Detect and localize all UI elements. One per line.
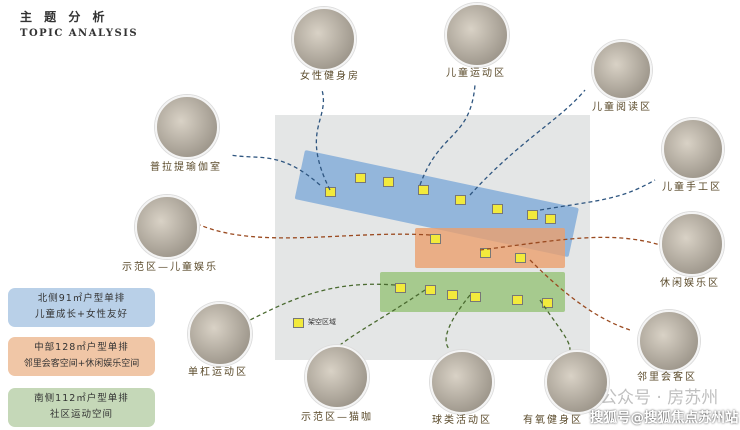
space-image-kids-sports xyxy=(445,3,509,67)
zone-south-theme: 社区运动空间 xyxy=(49,409,113,420)
space-image-ball-games xyxy=(430,350,494,414)
elevated-area-marker xyxy=(425,285,436,295)
space-label-pilates-yoga: 普拉提瑜伽室 xyxy=(150,162,222,173)
space-label-kids-reading: 儿童阅读区 xyxy=(592,102,652,113)
elevated-area-marker xyxy=(418,185,429,195)
space-image-cardio-gym xyxy=(545,350,609,414)
space-image-pullup-bar xyxy=(188,302,252,366)
zone-north-title: 北侧91㎡户型单排 xyxy=(37,293,126,304)
elevated-area-marker xyxy=(447,290,458,300)
space-image-leisure xyxy=(660,212,724,276)
space-label-neighbor-lounge: 邻里会客区 xyxy=(637,372,697,383)
elevated-area-marker xyxy=(455,195,466,205)
space-image-demo-kids-play xyxy=(135,195,199,259)
space-label-kids-crafts: 儿童手工区 xyxy=(662,182,722,193)
space-image-kids-crafts xyxy=(662,118,724,180)
space-label-demo-cat-cafe: 示范区—猫咖 xyxy=(301,412,373,423)
zone-middle-theme: 邻里会客空间+休闲娱乐空间 xyxy=(23,359,140,369)
legend-swatch xyxy=(293,318,304,328)
elevated-area-marker xyxy=(545,214,556,224)
space-label-cardio-gym: 有氧健身区 xyxy=(523,415,583,426)
elevated-area-marker xyxy=(527,210,538,220)
elevated-area-marker xyxy=(480,248,491,258)
space-image-womens-gym xyxy=(292,7,356,71)
space-label-womens-gym: 女性健身房 xyxy=(300,71,360,82)
elevated-area-marker xyxy=(325,187,336,197)
elevated-area-marker xyxy=(515,253,526,263)
zone-box-middle: 中部128㎡户型单排 邻里会客空间+休闲娱乐空间 xyxy=(8,337,155,376)
elevated-area-marker xyxy=(355,173,366,183)
space-label-kids-sports: 儿童运动区 xyxy=(446,68,506,79)
zone-south-title: 南侧112㎡户型单排 xyxy=(34,393,129,404)
space-label-ball-games: 球类活动区 xyxy=(432,415,492,426)
zone-middle-title: 中部128㎡户型单排 xyxy=(34,342,129,353)
elevated-area-marker xyxy=(512,295,523,305)
space-image-neighbor-lounge xyxy=(638,310,700,372)
space-label-pullup-bar: 单杠运动区 xyxy=(188,367,248,378)
space-label-leisure: 休闲娱乐区 xyxy=(660,278,720,289)
zone-north-theme: 儿童成长+女性友好 xyxy=(35,309,128,320)
elevated-area-marker xyxy=(395,283,406,293)
space-label-demo-kids-play: 示范区—儿童娱乐 xyxy=(122,262,218,273)
space-image-kids-reading xyxy=(592,40,652,100)
space-image-demo-cat-cafe xyxy=(305,345,369,409)
page-title: 主 题 分 析 xyxy=(20,10,109,24)
space-image-pilates-yoga xyxy=(155,95,219,159)
elevated-area-marker xyxy=(430,234,441,244)
elevated-area-marker xyxy=(492,204,503,214)
watermark-wechat: 公众号 · 房苏州 xyxy=(600,388,719,408)
zone-box-south: 南侧112㎡户型单排 社区运动空间 xyxy=(8,388,155,427)
watermark-sohu: 搜狐号@搜狐焦点苏州站 xyxy=(590,410,739,426)
legend-label: 架空区域 xyxy=(308,318,336,326)
elevated-area-marker xyxy=(383,177,394,187)
elevated-area-marker xyxy=(470,292,481,302)
zone-box-north: 北侧91㎡户型单排 儿童成长+女性友好 xyxy=(8,288,155,327)
page-subtitle: TOPIC ANALYSIS xyxy=(20,28,139,39)
